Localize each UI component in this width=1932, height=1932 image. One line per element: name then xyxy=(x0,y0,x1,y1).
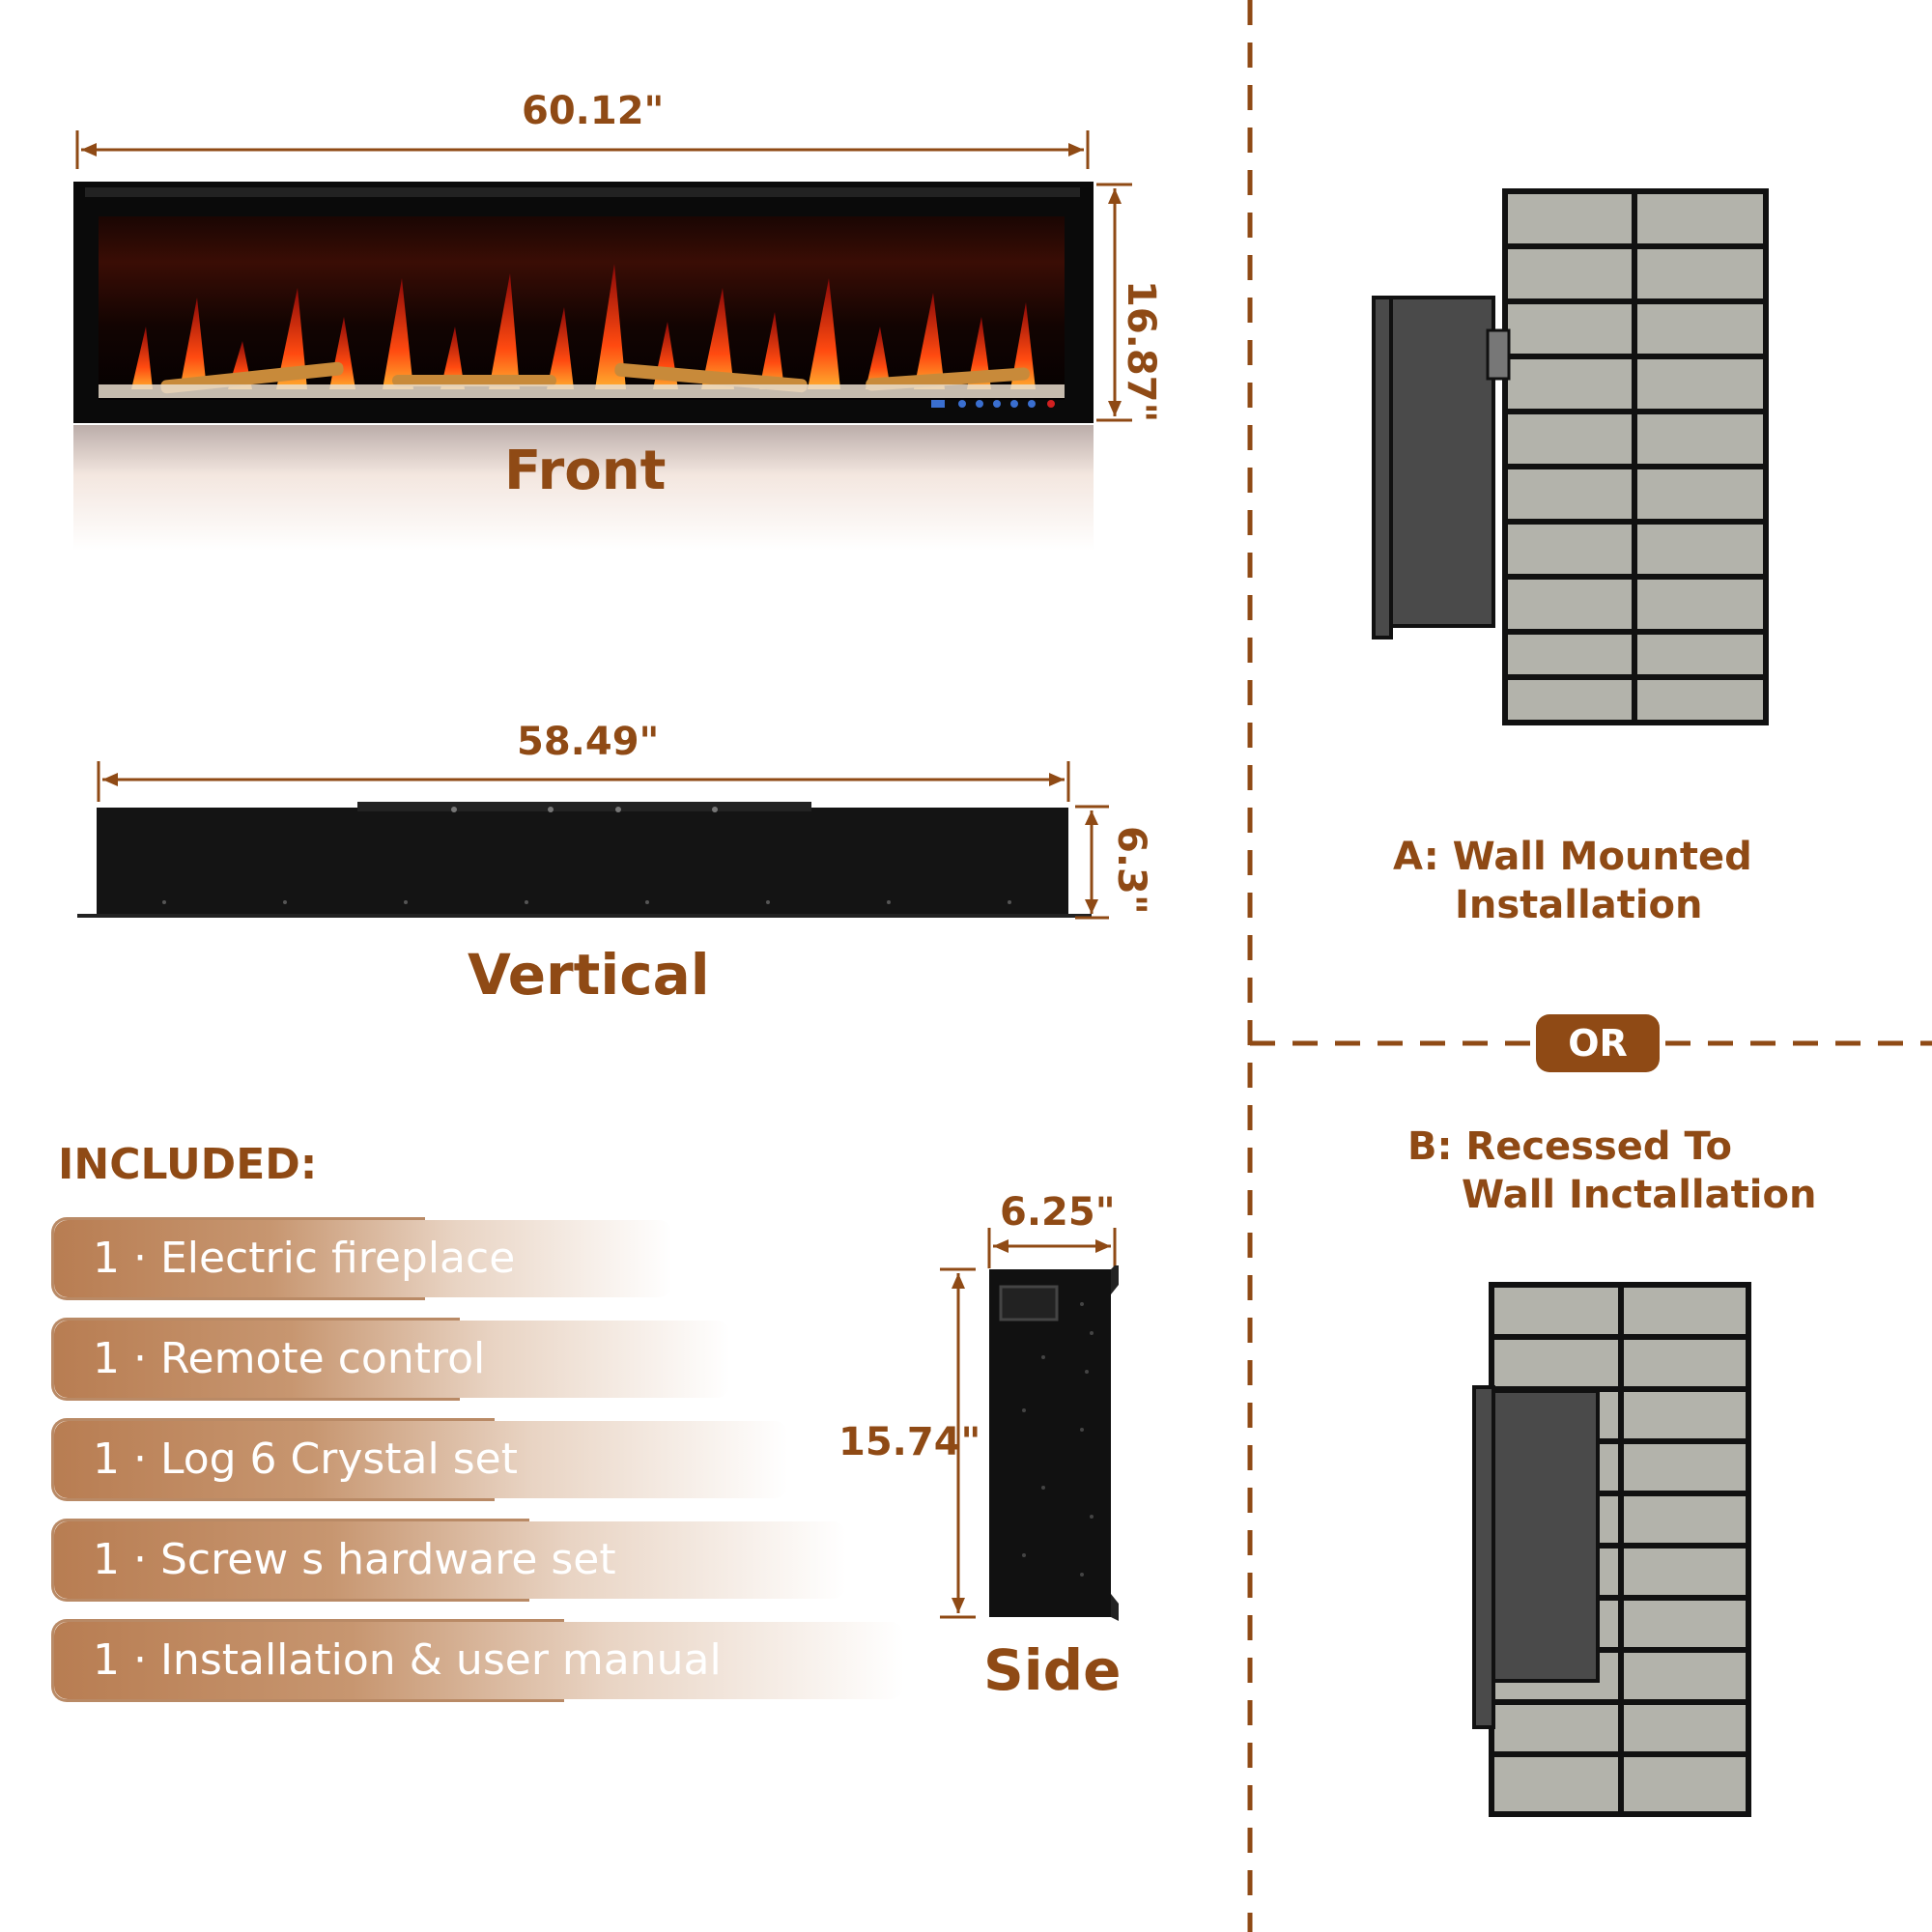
list-item-label: 1 · Remote control xyxy=(93,1334,486,1383)
list-item-label: 1 · Screw s hardware set xyxy=(93,1535,616,1584)
list-item: 1 · Log 6 Crystal set xyxy=(51,1418,788,1501)
recessed-label-line1: B: Recessed To xyxy=(1407,1124,1732,1169)
vertical-depth-label: 6.3" xyxy=(1109,826,1153,915)
front-width-arrow xyxy=(75,130,1090,169)
fireplace-front xyxy=(73,182,1094,423)
side-depth-arrow xyxy=(987,1228,1117,1268)
front-width-label: 60.12" xyxy=(522,89,665,133)
front-height-label: 16.87" xyxy=(1119,280,1163,423)
list-item-label: 1 · Log 6 Crystal set xyxy=(93,1435,518,1484)
wall-mounted-label-line1: A: Wall Mounted xyxy=(1393,835,1752,879)
fireplace-top-view xyxy=(77,802,1092,918)
side-height-arrow xyxy=(940,1267,976,1619)
list-item-label: 1 · Installation & user manual xyxy=(93,1635,722,1685)
recessed-diagram xyxy=(1472,1282,1751,1817)
recessed-label-line2: Wall Inctallation xyxy=(1462,1173,1817,1217)
wall-mounted-diagram xyxy=(1372,188,1769,725)
fireplace-side-view xyxy=(989,1265,1119,1621)
vertical-view-title: Vertical xyxy=(468,942,710,1008)
wall-mounted-label: A: Wall Mounted Installation xyxy=(1393,833,1752,929)
included-heading: INCLUDED: xyxy=(58,1140,318,1189)
list-item-label: 1 · Electric fireplace xyxy=(93,1234,516,1283)
vertical-width-arrow xyxy=(97,761,1070,802)
or-badge: OR xyxy=(1536,1014,1660,1072)
side-view-title: Side xyxy=(983,1637,1122,1703)
wall-mounted-label-line2: Installation xyxy=(1455,883,1703,927)
front-height-arrow xyxy=(1096,183,1132,422)
list-item: 1 · Screw s hardware set xyxy=(51,1519,846,1602)
front-view-title: Front xyxy=(504,440,667,502)
recessed-label: B: Recessed To Wall Inctallation xyxy=(1407,1122,1816,1219)
front-reflection xyxy=(73,425,1094,551)
vertical-width-label: 58.49" xyxy=(517,720,660,764)
side-height-label: 15.74" xyxy=(838,1420,981,1464)
list-item: 1 · Installation & user manual xyxy=(51,1619,904,1702)
side-depth-label: 6.25" xyxy=(1000,1190,1116,1235)
list-item: 1 · Remote control xyxy=(51,1318,730,1401)
list-item: 1 · Electric fireplace xyxy=(51,1217,672,1300)
vertical-depth-arrow xyxy=(1075,805,1109,920)
